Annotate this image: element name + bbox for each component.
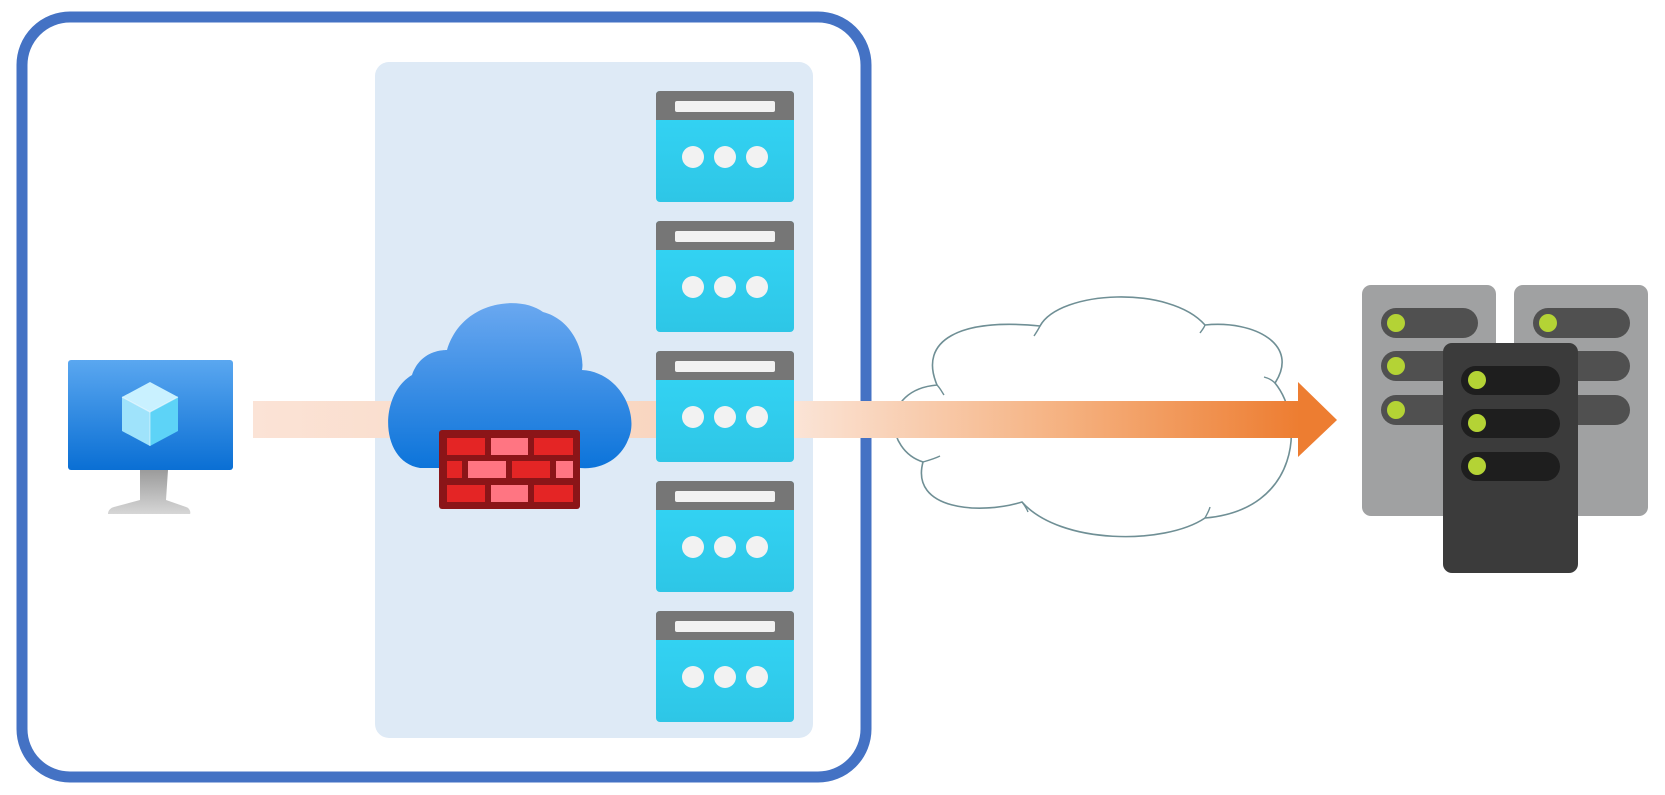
public-ip-address-icon (656, 611, 794, 722)
public-ip-address-stack (656, 91, 794, 722)
internet-cloud-inner-lines (922, 324, 1276, 519)
external-servers-icon (1362, 285, 1648, 573)
virtual-machine-icon (68, 360, 233, 514)
outbound-traffic-arrow (790, 382, 1337, 457)
public-ip-address-icon (656, 91, 794, 202)
server-rack-icon (1443, 343, 1578, 573)
public-ip-address-icon (656, 221, 794, 332)
public-ip-address-icon (656, 351, 794, 462)
firewall-icon (388, 303, 632, 509)
public-ip-address-icon (656, 481, 794, 592)
